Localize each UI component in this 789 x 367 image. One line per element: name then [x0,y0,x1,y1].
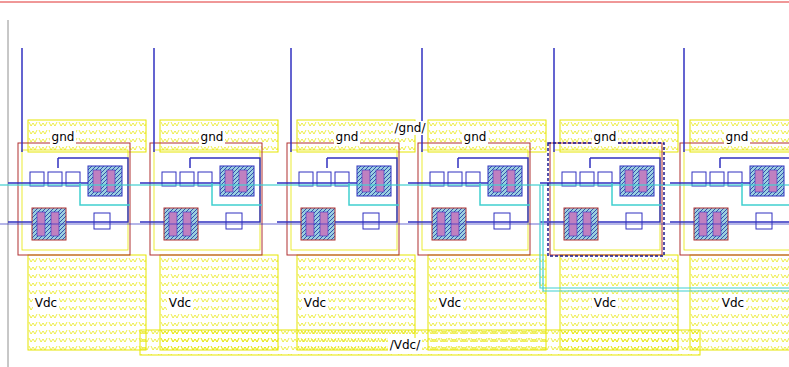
rail-label: gnd [724,130,751,144]
rail-label: Vdc [592,296,618,310]
rail-label: Vdc [167,296,193,310]
rail-label: Vdc [33,296,59,310]
rail-label: Vdc [302,296,328,310]
rail-label: gnd [592,130,619,144]
rail-label: gnd [50,130,77,144]
rail-label: gnd [199,130,226,144]
net-name: /gnd/ [393,121,428,135]
net-name: /Vdc/ [388,338,423,352]
rail-label: Vdc [437,296,463,310]
rail-label: gnd [334,130,361,144]
rail-label: Vdc [720,296,746,310]
rail-label: gnd [462,130,489,144]
